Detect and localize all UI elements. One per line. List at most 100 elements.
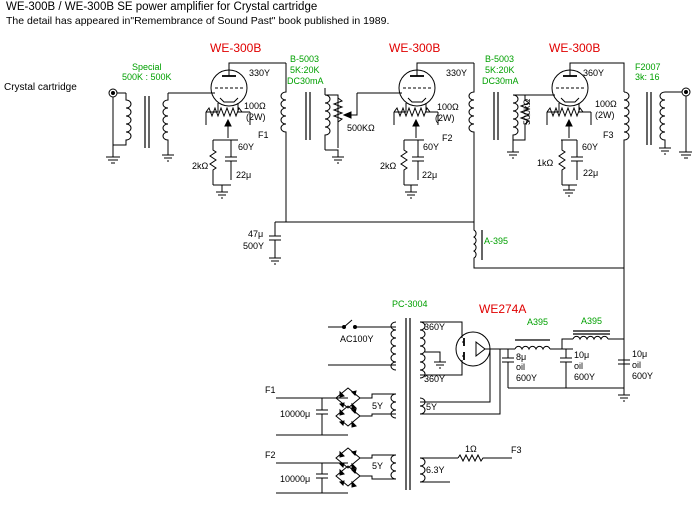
wire-plate3 [569,62,625,92]
switch-contact-icon [342,325,346,329]
power-transformer [390,318,426,490]
choke-a395-1 [514,339,551,351]
triode-tube-1 [210,69,248,107]
hum2-value: 100Ω [437,102,459,112]
hum-pot-2 [393,106,438,118]
sec-5v-rect: 5Y [426,402,437,412]
filter-cap-10u-1 [560,349,572,388]
wire-rect-fil [420,349,491,403]
choke-a395-vertical [472,222,624,269]
rectifier-label: WE274A [479,302,526,316]
ground-icon [507,151,519,159]
wire-ct [425,351,441,362]
ground-icon [618,394,630,402]
voltage-1: 330Y [249,68,270,78]
choke2-label: A395 [581,316,602,326]
sec-hv2: 360Y [424,374,445,384]
wire-plate2 [416,62,474,70]
c3-value: 10μ [632,349,647,359]
cf2-value: 10000μ [280,474,310,484]
wire [360,454,396,480]
volume-2-value: 500kΩ [522,98,532,125]
hum1-watt: (2W) [246,112,266,122]
grid-resistor-3 [513,99,531,141]
volume-1-value: 500KΩ [347,123,375,133]
cathode-resistor-2 [400,140,408,185]
wire [562,184,577,190]
cap-b-value: 47μ [248,229,263,239]
b2-label: B-5003 [485,54,514,64]
cathode-cap-3 [571,140,583,180]
volume-pot-1 [332,97,344,148]
filter-cap-10000u-2 [316,463,328,493]
filter-cap-10000u-1 [316,398,328,435]
wire [324,88,339,140]
output-jack-icon [681,87,691,97]
heater-resistor-1ohm [457,453,512,463]
wire-rect-fil2 [420,349,501,415]
choke1-label: A395 [527,317,548,327]
ground-icon [405,191,417,199]
ground-icon [679,151,692,159]
ground-icon [659,147,671,155]
bias-1: 60Y [238,142,254,152]
tube2-label: WE-300B [389,41,440,55]
ground-icon [332,156,344,164]
input-transformer-ratio: 500K : 500K [122,72,172,82]
tube1-label: WE-300B [210,41,261,55]
rectifier-tube [455,331,491,367]
c3-type: oil [632,360,641,370]
b1-current: DC30mA [287,76,324,86]
ck1-value: 22μ [236,170,251,180]
input-label: Crystal cartridge [4,82,77,93]
interstage-transformer-2 [468,63,519,222]
c3-voltage: 600Y [632,371,653,381]
wire [205,112,251,125]
wire [393,112,439,138]
c1-type: oil [516,362,525,372]
r-heater-value: 1Ω [465,444,477,454]
bridge-rectifier-2 [335,447,361,488]
wire [404,184,418,192]
c2-value: 10μ [574,350,589,360]
hum2-watt: (2W) [435,113,455,123]
c2-type: oil [574,361,583,371]
wire [420,321,463,338]
heater-f2-label: F2 [265,450,276,460]
b2-ratio: 5K:20K [485,65,515,75]
output-transformer-ratio: 3k: 16 [635,72,660,82]
voltage-3: 360Y [583,68,604,78]
ck3-value: 22μ [583,168,598,178]
ground-icon [434,361,446,369]
cathode-cap-1 [225,140,237,180]
pot-wiper-icon [342,111,352,119]
rk3-value: 1kΩ [537,158,554,168]
hum3-watt: (2W) [595,110,615,120]
c2-voltage: 600Y [574,372,595,382]
wire [420,360,463,376]
filter-cap-10u-2 [618,355,630,388]
choke-a395-2 [572,330,610,341]
heater-f1-label: F1 [265,385,276,395]
power-transformer-label: PC-3004 [392,299,428,309]
wire [546,112,592,138]
cap-47u [269,222,281,258]
rk2-value: 2kΩ [380,161,397,171]
filter-cap-8u [502,349,514,388]
wire [360,393,396,417]
hum1-value: 100Ω [244,101,266,111]
page-subtitle: The detail has appeared in"Remembrance o… [6,15,389,27]
wire [561,338,624,349]
sec-6v3: 6.3Y [426,465,445,475]
ac-label: AC100Y [340,334,374,344]
heater-f3-label: F3 [511,445,522,455]
ground-icon [216,191,228,199]
bias-2: 60Y [423,142,439,152]
ground-icon [106,156,120,164]
mains-switch [328,319,396,328]
page-title: WE-300B / WE-300B SE power amplifier for… [6,1,317,13]
cf1-value: 10000μ [280,409,310,419]
output-transformer [623,91,666,395]
wire [350,93,358,116]
